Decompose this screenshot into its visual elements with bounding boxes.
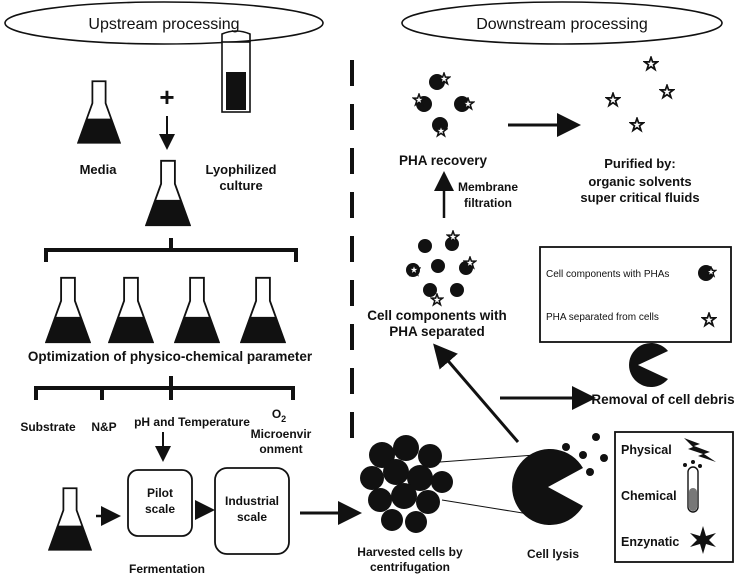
upstream-header: Upstream processing [4,1,324,45]
inoculum-flask-icon [145,159,191,227]
separated-components-icon [406,237,473,297]
media-label: Media [80,162,118,177]
pilot-scale-box [127,469,193,537]
purified-label-2: organic solvents [588,174,691,189]
legend-with-pha-label: Cell components with PHAs [546,269,669,280]
optimization-label: Optimization of physico-chemical paramet… [28,349,313,364]
legend-box [539,246,732,343]
zoom-line-top [439,454,536,463]
ph-temperature-label: pH and Temperature [134,415,250,429]
separated-label-2: PHA separated [389,324,485,339]
parameter-bracket [34,376,295,400]
industrial-label-1: Industrial [225,494,279,508]
purified-star-icon-2 [605,92,621,107]
np-label: N&P [91,420,116,434]
media-flask-icon [77,80,121,144]
separated-label-1: Cell components with [367,308,507,323]
optimization-flask-icon-1 [45,276,91,344]
removal-label: Removal of cell debris [591,392,734,407]
plus-sign: + [159,82,174,112]
arrow-to-separated [433,343,520,443]
industrial-scale-box [214,467,290,555]
enzyme-icon [690,526,716,554]
membrane-label-1: Membrane [458,180,518,194]
distribution-bracket [44,238,298,262]
lightning-icon [684,438,716,462]
substrate-label: Substrate [20,420,76,434]
optimization-flask-icon-3 [174,276,220,344]
purified-star-icon-1 [643,56,659,71]
enzymatic-label: Enzynatic [621,535,679,549]
lyophilized-label-1: Lyophilized [205,162,276,177]
microenvironment-label-1: Microenvir [251,427,312,441]
membrane-label-2: filtration [464,196,512,210]
pilot-label-2: scale [145,502,175,516]
pilot-label-1: Pilot [147,486,173,500]
optimization-flask-icon-2 [108,276,154,344]
o2-label: O2 [272,407,286,424]
pha-recovery-label: PHA recovery [399,153,488,168]
seed-flask-icon [48,487,92,551]
lyophilized-culture-icon [221,30,251,113]
fermentation-label: Fermentation [129,562,205,576]
downstream-title: Downstream processing [476,16,648,33]
harvested-label-2: centrifugation [370,560,450,574]
purified-label-1: Purified by: [604,156,676,171]
cell-lysis-label: Cell lysis [527,547,579,561]
lysis-methods-box [614,431,734,563]
optimization-flask-icon-4 [240,276,286,344]
upstream-title: Upstream processing [88,16,239,33]
microenvironment-label-2: onment [259,442,302,456]
zoom-line-bottom [441,499,536,516]
legend-separated-label: PHA separated from cells [546,312,659,323]
released-components [562,433,608,476]
test-tube-icon [683,460,702,513]
physical-label: Physical [621,443,672,457]
purified-star-icon-4 [629,117,645,132]
harvested-cells-icon [360,435,453,533]
chemical-label: Chemical [621,489,677,503]
downstream-header: Downstream processing [401,1,723,45]
harvested-label-1: Harvested cells by [357,545,463,559]
lyophilized-label-2: culture [219,178,262,193]
industrial-label-2: scale [237,510,267,524]
purified-star-icon-3 [659,84,675,99]
purified-label-3: super critical fluids [580,190,699,205]
cell-debris-icon [629,343,668,387]
cell-lysis-icon [512,448,583,525]
